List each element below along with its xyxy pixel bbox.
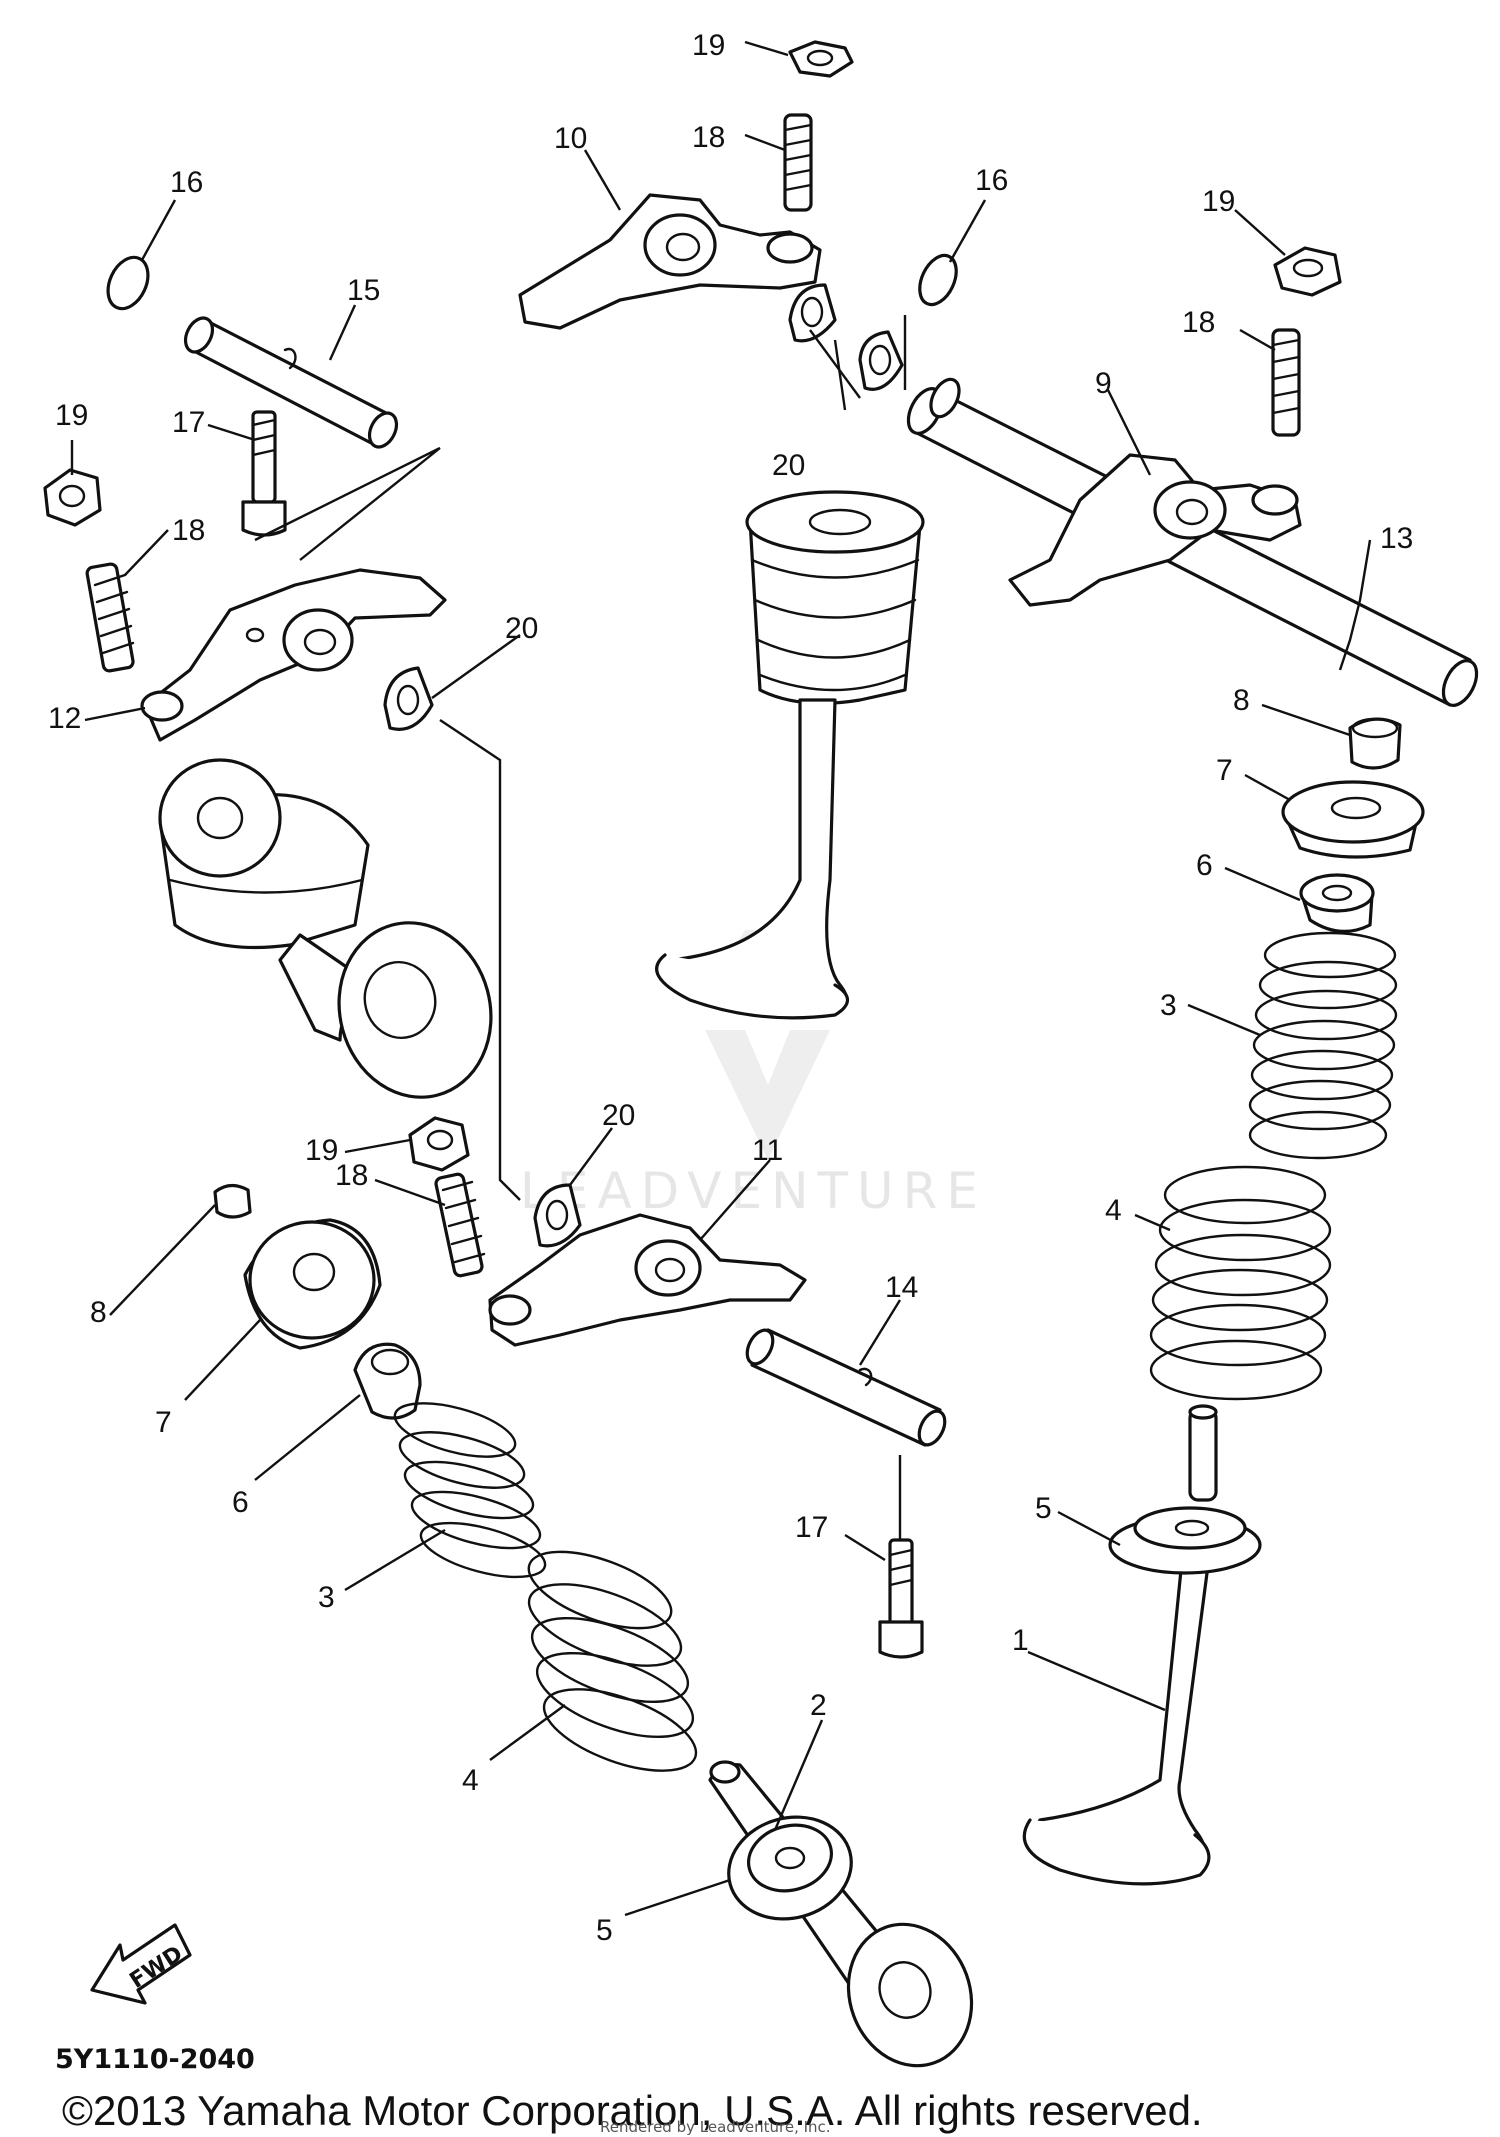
callout-7: 7	[1216, 754, 1233, 787]
part-5-spring-seat-lower	[727, 1815, 853, 1921]
callout-4: 4	[1105, 1194, 1122, 1227]
callout-5: 5	[1035, 1492, 1052, 1525]
part-18-stud-top	[783, 113, 813, 212]
callout-14: 14	[885, 1271, 918, 1304]
callout-19: 19	[55, 399, 88, 432]
callout-15: 15	[347, 274, 380, 307]
callout-19: 19	[1202, 185, 1235, 218]
part-19-nut-right	[1273, 246, 1342, 297]
part-13-rocker-shaft	[906, 377, 1479, 707]
part-9-rocker-arm	[1008, 453, 1302, 607]
callout-labels: 19 18 10 16 16 19 15 18 19 17 9 20 18 13…	[48, 29, 1413, 1947]
part-7-retainer-lower	[243, 1218, 382, 1350]
callout-16: 16	[975, 164, 1008, 197]
part-6-seal-right	[1299, 873, 1375, 934]
callout-6: 6	[1196, 849, 1213, 882]
callout-17: 17	[795, 1511, 828, 1544]
part-20-collet-left	[383, 666, 434, 731]
part-3-inner-spring-lower	[393, 1402, 547, 1579]
part-7-retainer-right	[1281, 780, 1425, 859]
part-16-o-ring-right	[918, 253, 958, 307]
part-4-outer-spring-lower	[527, 1550, 698, 1772]
callout-3: 3	[1160, 989, 1177, 1022]
part-12-rocker-arm	[140, 568, 447, 742]
part-11-rocker-arm	[488, 1213, 807, 1347]
callout-1: 1	[1012, 1624, 1029, 1657]
callout-8: 8	[90, 1296, 107, 1329]
callout-18: 18	[692, 121, 725, 154]
callout-12: 12	[48, 702, 81, 735]
callout-16: 16	[170, 166, 203, 199]
part-8-cotter-lower	[213, 1183, 252, 1219]
part-19-nut-top	[788, 40, 854, 78]
callout-13: 13	[1380, 522, 1413, 555]
part-18-stud-left	[85, 562, 135, 673]
callout-6: 6	[232, 1486, 249, 1519]
part-valve-center	[655, 490, 925, 1020]
leader-lines	[70, 40, 1372, 1917]
callout-19: 19	[305, 1134, 338, 1167]
callout-19: 19	[692, 29, 725, 62]
callout-17: 17	[172, 406, 205, 439]
copyright-notice: ©2013 Yamaha Motor Corporation, U.S.A. A…	[62, 2087, 1203, 2134]
part-2-valve-lower	[708, 1760, 974, 2068]
forward-direction-arrow: FWD	[90, 1923, 192, 2005]
callout-11: 11	[752, 1134, 783, 1167]
callout-9: 9	[1095, 367, 1112, 400]
part-8-cotter-right	[1348, 717, 1402, 770]
part-17-bolt-top	[241, 410, 287, 537]
part-19-nut-lower	[408, 1116, 470, 1172]
part-18-stud-right	[1271, 328, 1301, 437]
part-20-collet-top-a	[788, 283, 837, 343]
part-4-outer-spring-right	[1149, 1165, 1332, 1401]
part-valve-left	[158, 758, 493, 1099]
part-20-collet-lower	[533, 1183, 582, 1248]
callout-3: 3	[318, 1581, 335, 1614]
callout-18: 18	[172, 514, 205, 547]
callout-20: 20	[505, 612, 538, 645]
assembly-lines	[254, 315, 907, 1540]
callout-4: 4	[462, 1764, 479, 1797]
diagram-code: 5Y1110-2040	[55, 2044, 255, 2075]
part-3-inner-spring-right	[1248, 931, 1398, 1160]
part-14-rocker-shaft	[745, 1328, 947, 1447]
part-16-o-ring-left	[106, 255, 150, 311]
callout-7: 7	[155, 1406, 172, 1439]
callout-18: 18	[335, 1159, 368, 1192]
callout-18: 18	[1182, 306, 1215, 339]
rendered-by-note: Rendered by LeadVenture, Inc.	[600, 2118, 831, 2136]
part-20-collet-top-b	[858, 330, 904, 391]
part-18-stud-lower	[434, 1172, 486, 1278]
callout-20: 20	[602, 1099, 635, 1132]
part-17-bolt-lower	[878, 1538, 924, 1659]
part-1-valve-right	[1022, 1404, 1218, 1886]
callout-10: 10	[554, 122, 587, 155]
part-19-nut-left	[43, 468, 102, 527]
callout-8: 8	[1233, 684, 1250, 717]
watermark-text: LEADVENTURE	[520, 1162, 987, 1220]
part-10-rocker-arm	[518, 193, 822, 330]
part-6-seal-lower	[353, 1342, 422, 1420]
part-15-rocker-shaft	[183, 316, 399, 449]
callout-5: 5	[596, 1914, 613, 1947]
callout-20: 20	[772, 449, 805, 482]
part-5-spring-seat-right	[1108, 1506, 1262, 1575]
callout-2: 2	[810, 1689, 827, 1722]
